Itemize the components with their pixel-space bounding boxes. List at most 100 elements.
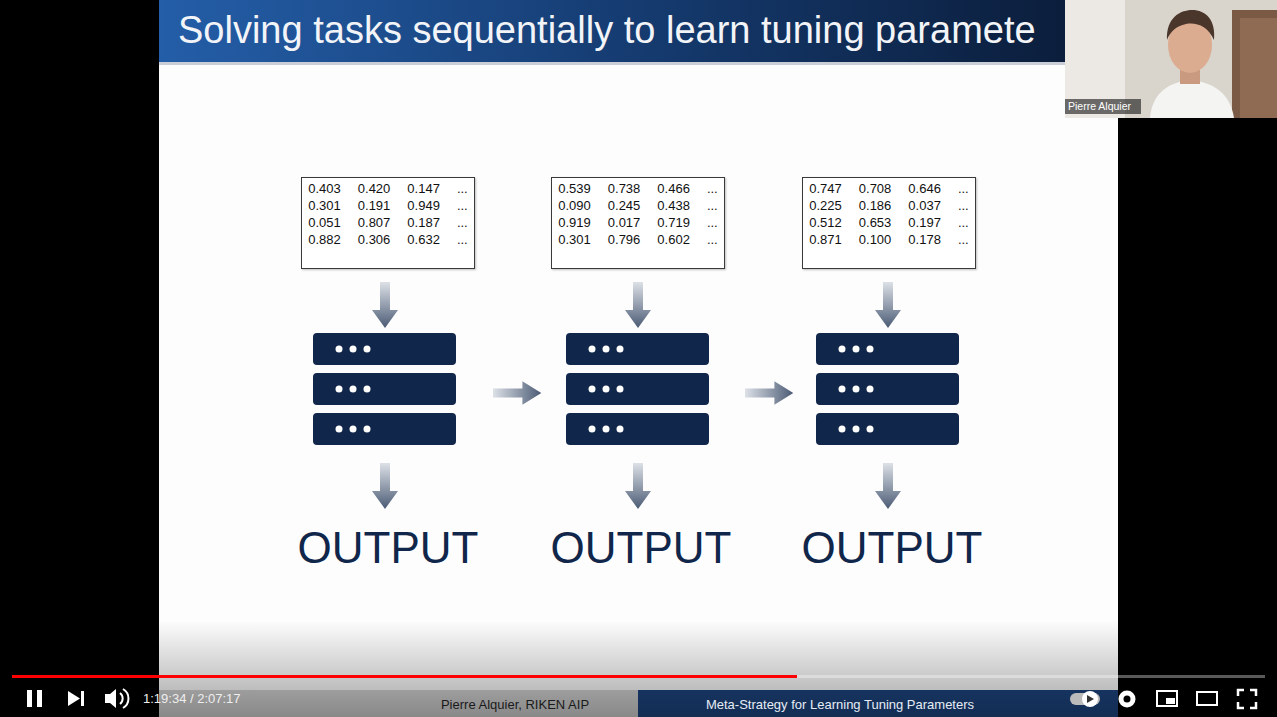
table-cell: ...: [707, 197, 718, 214]
table-cell: 0.017: [608, 214, 641, 231]
output-label: OUTPUT: [551, 523, 732, 574]
table-cell: 0.882: [308, 231, 341, 248]
title-bar: [159, 0, 1118, 63]
presenter-name: Pierre Alquier: [1068, 100, 1131, 112]
down-arrow: [875, 282, 901, 328]
autoplay-knob: [1082, 691, 1098, 707]
server-icon: [313, 333, 456, 445]
pause-icon: [37, 690, 42, 707]
down-arrow: [372, 282, 398, 328]
table-cell: ...: [958, 180, 969, 197]
table-cell: 0.738: [608, 180, 641, 197]
settings-icon-hole: [1124, 696, 1131, 703]
table-cell: ...: [457, 214, 468, 231]
right-arrow: [493, 381, 541, 404]
table-cell: 0.632: [407, 231, 440, 248]
table-cell: 0.186: [859, 197, 892, 214]
table-cell: 0.871: [809, 231, 842, 248]
table-cell: 0.187: [407, 214, 440, 231]
table-cell: 0.719: [657, 214, 690, 231]
footer-title: Meta-Strategy for Learning Tuning Parame…: [706, 698, 974, 713]
table-cell: 0.037: [908, 197, 941, 214]
down-arrow: [625, 463, 651, 509]
webcam-door: [1232, 10, 1277, 118]
next-icon: [81, 691, 84, 706]
table-cell: 0.197: [908, 214, 941, 231]
webcam-door-panel: [1240, 18, 1277, 118]
slide-background: [159, 63, 1118, 690]
settings-icon: [1119, 691, 1136, 708]
table-cell: 0.191: [358, 197, 391, 214]
presenter-shirt: [1150, 80, 1234, 118]
controls-shade: [0, 620, 1277, 717]
output-label: OUTPUT: [298, 523, 479, 574]
table-cell: 0.100: [859, 231, 892, 248]
fullscreen-icon: [1238, 690, 1256, 708]
theater-icon: [1197, 692, 1217, 705]
table-cell: 0.747: [809, 180, 842, 197]
table-cell: ...: [707, 214, 718, 231]
data-table: 0.539 0.738 0.466... 0.090 0.245 0.438... 0.91…: [551, 177, 724, 269]
table-cell: 0.245: [608, 197, 641, 214]
presenter-hair: [1167, 10, 1214, 40]
down-arrow: [372, 463, 398, 509]
table-cell: 0.919: [558, 214, 591, 231]
server-icon: [566, 333, 709, 445]
progress-track: [12, 675, 1265, 678]
table-cell: ...: [457, 231, 468, 248]
table-cell: ...: [457, 197, 468, 214]
table-cell: ...: [707, 180, 718, 197]
table-cell: ...: [958, 197, 969, 214]
slide-title: Solving tasks sequentially to learn tuni…: [178, 9, 1036, 53]
pause-icon: [27, 690, 32, 707]
down-arrow: [625, 282, 651, 328]
table-cell: 0.466: [657, 180, 690, 197]
table-cell: 0.653: [859, 214, 892, 231]
table-cell: 0.438: [657, 197, 690, 214]
name-tag-background: [1065, 99, 1141, 114]
volume-wave: [120, 693, 123, 704]
footer-author: Pierre Alquier, RIKEN AIP: [441, 698, 589, 713]
table-cell: 0.301: [308, 197, 341, 214]
data-table: 0.747 0.708 0.646... 0.225 0.186 0.037... 0.51…: [802, 177, 975, 269]
table-cell: 0.306: [358, 231, 391, 248]
progress-played: [12, 675, 797, 678]
volume-icon: [105, 689, 116, 708]
server-icon: [816, 333, 959, 445]
table-cell: ...: [707, 231, 718, 248]
table-cell: ...: [958, 214, 969, 231]
table-cell: 0.602: [657, 231, 690, 248]
table-cell: 0.051: [308, 214, 341, 231]
table-cell: 0.225: [809, 197, 842, 214]
table-cell: 0.539: [558, 180, 591, 197]
table-cell: 0.301: [558, 231, 591, 248]
table-cell: 0.512: [809, 214, 842, 231]
table-cell: 0.420: [358, 180, 391, 197]
next-icon: [68, 691, 80, 706]
table-cell: 0.807: [358, 214, 391, 231]
table-cell: 0.796: [608, 231, 641, 248]
volume-wave: [123, 689, 128, 708]
table-cell: ...: [958, 231, 969, 248]
right-arrow: [745, 381, 793, 404]
output-label: OUTPUT: [802, 523, 983, 574]
down-arrow: [875, 463, 901, 509]
webcam-background: [1065, 0, 1277, 118]
miniplayer-icon: [1157, 691, 1177, 706]
title-bar-shadow: [159, 62, 1118, 65]
table-cell: 0.147: [407, 180, 440, 197]
table-cell: 0.646: [908, 180, 941, 197]
table-cell: 0.403: [308, 180, 341, 197]
table-cell: 0.090: [558, 197, 591, 214]
table-cell: 0.708: [859, 180, 892, 197]
data-table: 0.403 0.420 0.147... 0.301 0.191 0.949... 0.05…: [301, 177, 474, 269]
table-cell: 0.949: [407, 197, 440, 214]
autoplay-play: [1087, 695, 1094, 703]
webcam-feed: [1065, 0, 1277, 118]
video-time: 1:19:34 / 2:07:17: [143, 692, 241, 707]
table-cell: ...: [457, 180, 468, 197]
table-cell: 0.178: [908, 231, 941, 248]
miniplayer-icon: [1166, 698, 1175, 704]
